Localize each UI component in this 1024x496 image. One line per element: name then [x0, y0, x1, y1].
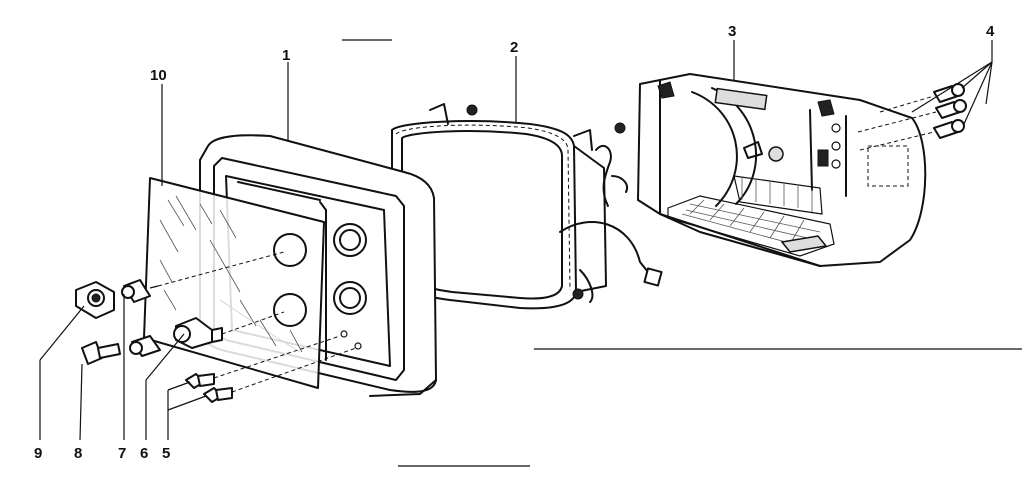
part-label-5: 5 [162, 445, 170, 462]
part-label-3: 3 [728, 23, 736, 40]
part-label-2: 2 [510, 39, 518, 56]
indicator-lamp [129, 311, 285, 357]
knob-shaft [81, 341, 121, 365]
part-label-4: 4 [986, 23, 995, 40]
control-knobs-set [857, 83, 967, 151]
part-label-8: 8 [74, 445, 82, 462]
leader-lines [39, 40, 993, 441]
rear-housing [637, 73, 927, 267]
part-label-1: 1 [282, 47, 290, 64]
mounting-screws [185, 335, 357, 403]
cap-nut [75, 281, 115, 319]
bulb-socket [121, 251, 285, 303]
part-label-9: 9 [34, 445, 42, 462]
scan-marks [342, 39, 1022, 467]
part-label-7: 7 [118, 445, 126, 462]
part-label-10: 10 [150, 67, 167, 84]
part-label-6: 6 [140, 445, 148, 462]
